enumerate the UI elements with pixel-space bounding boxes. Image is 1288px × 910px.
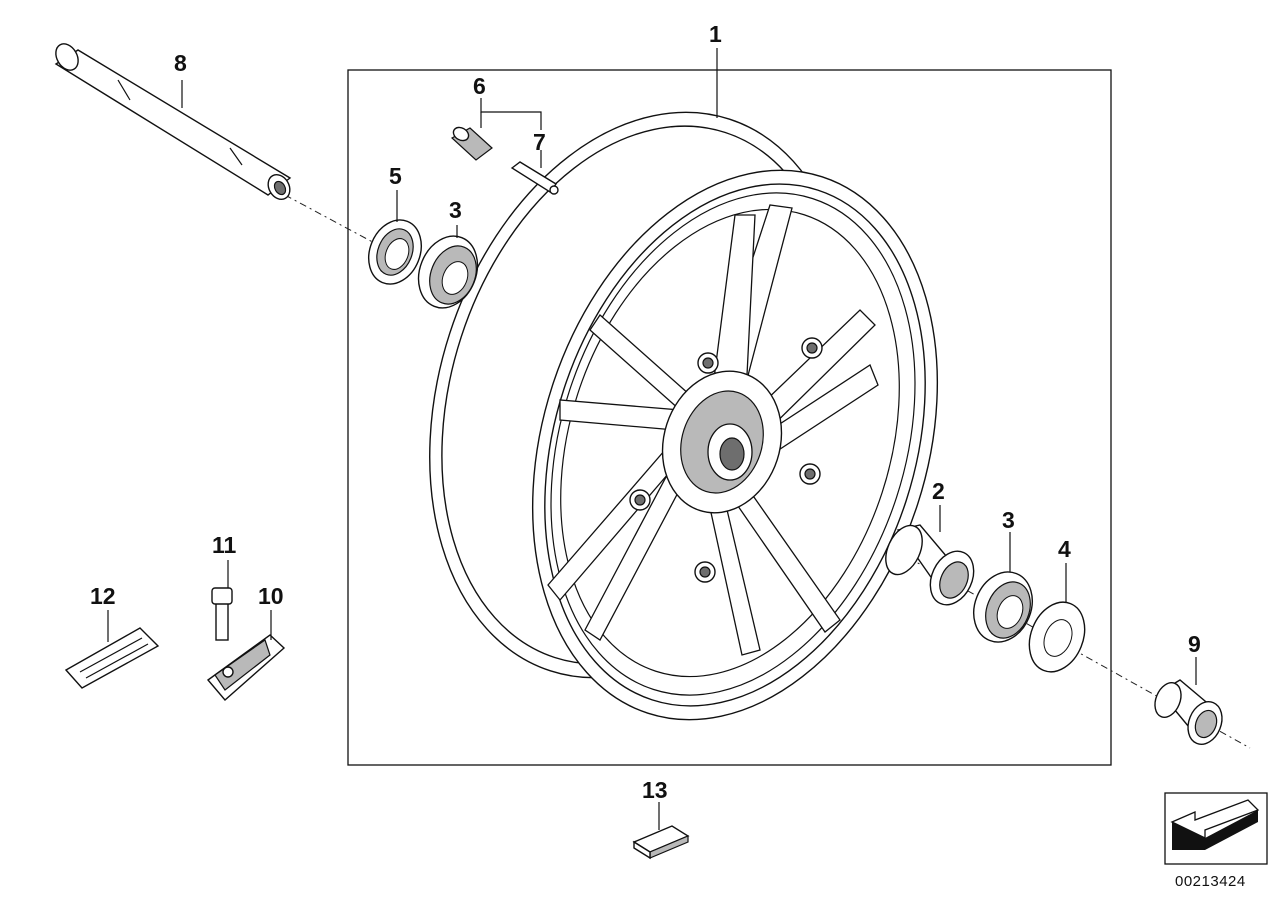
callout-11: 11 bbox=[212, 532, 237, 558]
wheel-frame bbox=[347, 69, 1112, 766]
callout-3-right: 3 bbox=[1002, 507, 1015, 533]
balance-weight[interactable] bbox=[206, 634, 286, 701]
valve-6[interactable] bbox=[450, 125, 493, 161]
callout-13: 13 bbox=[642, 777, 668, 803]
leader-lines bbox=[107, 48, 1197, 830]
valve-7[interactable] bbox=[510, 161, 559, 195]
bushing[interactable] bbox=[1150, 679, 1228, 750]
callout-8: 8 bbox=[174, 50, 187, 76]
callout-5: 5 bbox=[389, 163, 402, 189]
wheel-rim[interactable] bbox=[360, 57, 1005, 772]
axle[interactable] bbox=[51, 40, 294, 203]
bolt[interactable] bbox=[211, 587, 233, 641]
callout-3-left: 3 bbox=[449, 197, 462, 223]
washer[interactable] bbox=[1019, 594, 1094, 680]
small-block[interactable] bbox=[632, 825, 690, 860]
callout-10: 10 bbox=[258, 583, 284, 609]
back-arrow-icon[interactable] bbox=[1164, 792, 1268, 865]
bearing-left[interactable] bbox=[408, 227, 488, 317]
callout-9: 9 bbox=[1188, 631, 1201, 657]
callout-1: 1 bbox=[709, 21, 722, 47]
callout-2: 2 bbox=[932, 478, 945, 504]
bearing-right[interactable] bbox=[964, 563, 1043, 651]
callout-12: 12 bbox=[90, 583, 116, 609]
callout-4: 4 bbox=[1058, 536, 1071, 562]
callout-7: 7 bbox=[533, 129, 546, 155]
callout-6: 6 bbox=[473, 73, 486, 99]
spacer-sleeve[interactable] bbox=[879, 520, 982, 612]
reference-number: 00213424 bbox=[1175, 873, 1246, 890]
label-sticker[interactable] bbox=[64, 627, 160, 689]
spacer-ring-left[interactable] bbox=[359, 212, 430, 292]
